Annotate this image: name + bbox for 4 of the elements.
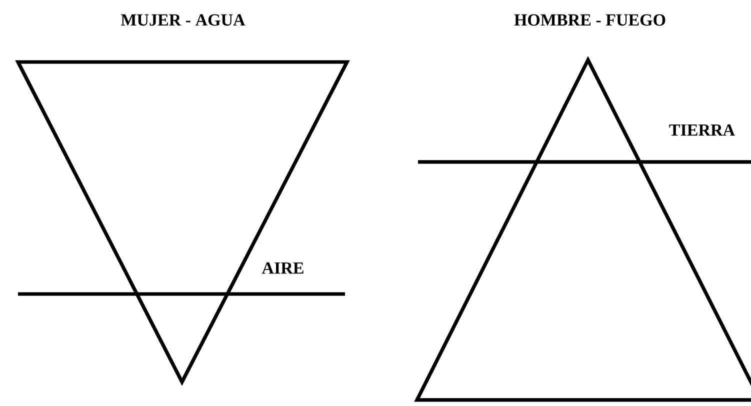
title: HOMBRE - FUEGO <box>514 14 666 26</box>
element-label: AIRE <box>262 262 304 274</box>
title: MUJER - AGUA <box>120 14 246 26</box>
element-label: TIERRA <box>669 124 735 136</box>
